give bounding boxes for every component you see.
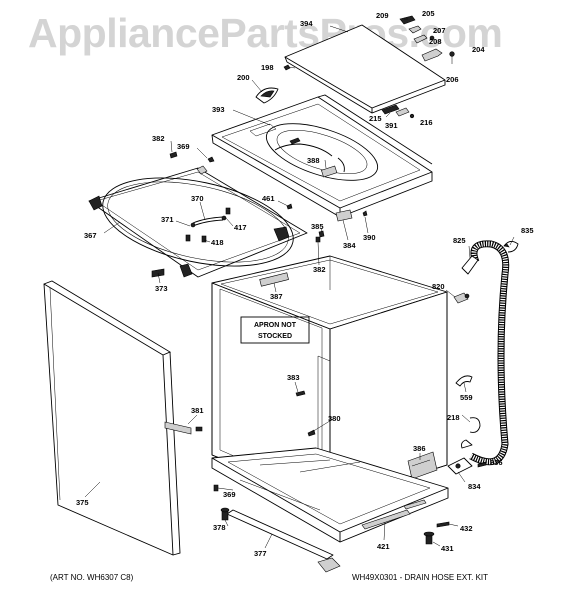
label-417: 417: [234, 223, 247, 232]
label-461: 461: [262, 194, 275, 203]
lid-bumper: [255, 87, 279, 104]
label-375: 375: [76, 498, 89, 507]
label-381: 381: [191, 406, 204, 415]
label-378: 378: [213, 523, 226, 532]
tub-ring: [88, 165, 308, 278]
label-559: 559: [460, 393, 473, 402]
top-lid: [284, 24, 446, 114]
hose-coupler-834: [447, 457, 473, 475]
screw-369-lower: [213, 484, 219, 492]
handle-387: [259, 272, 289, 287]
label-391: 391: [385, 121, 398, 130]
screw-836: [477, 461, 487, 468]
part-labels: 394 209 205 207 208 204 206 198 200 393 …: [76, 9, 534, 558]
apron-note-line2: STOCKED: [258, 333, 292, 340]
label-205: 205: [422, 9, 435, 18]
bracket-384: [335, 209, 353, 222]
label-431: 431: [441, 544, 454, 553]
label-382-mid: 382: [313, 265, 326, 274]
label-387: 387: [270, 292, 283, 301]
clip-218: [469, 417, 481, 433]
label-382-top: 382: [152, 134, 165, 143]
art-number: (ART NO. WH6307 C8): [50, 573, 134, 582]
label-385: 385: [311, 222, 324, 231]
hose-clamp-820: [453, 292, 470, 304]
label-207: 207: [433, 26, 446, 35]
label-373: 373: [155, 284, 168, 293]
clip-198: [283, 64, 291, 71]
hose-clamp-835: [503, 241, 519, 253]
label-390: 390: [363, 233, 376, 242]
label-215: 215: [369, 114, 382, 123]
screws-432-431: [423, 521, 450, 545]
label-388: 388: [307, 156, 320, 165]
front-panel: [43, 280, 181, 556]
label-380: 380: [328, 414, 341, 423]
label-204: 204: [472, 45, 485, 54]
screws-tub-ring: [169, 151, 368, 243]
label-208: 208: [429, 37, 442, 46]
drain-hose: [461, 240, 510, 466]
base-frame: [211, 447, 449, 543]
label-367: 367: [84, 231, 97, 240]
label-432: 432: [460, 524, 473, 533]
linkage-rod: [190, 215, 227, 228]
label-386: 386: [413, 444, 426, 453]
clip-559: [455, 375, 473, 387]
label-825: 825: [453, 236, 466, 245]
label-216: 216: [420, 118, 433, 127]
label-383: 383: [287, 373, 300, 382]
label-209: 209: [376, 11, 389, 20]
label-198: 198: [261, 63, 274, 72]
apron-note: APRON NOT STOCKED: [240, 316, 310, 344]
label-370: 370: [191, 194, 204, 203]
label-820: 820: [432, 282, 445, 291]
leader-lines: [84, 18, 515, 549]
drain-hose-kit-note: WH49X0301 - DRAIN HOSE EXT. KIT: [352, 573, 489, 582]
apron-note-line1: APRON NOT: [254, 322, 297, 329]
label-836: 836: [490, 458, 503, 467]
pad-421: [361, 499, 427, 530]
rail-377: [226, 509, 341, 573]
label-418: 418: [211, 238, 224, 247]
label-393: 393: [212, 105, 225, 114]
lid-hinge-parts: [399, 15, 455, 64]
label-369-lower: 369: [223, 490, 236, 499]
label-369-top: 369: [177, 142, 190, 151]
label-394: 394: [300, 19, 313, 28]
label-206: 206: [446, 75, 459, 84]
hinge-215: [381, 104, 415, 119]
label-384: 384: [343, 241, 356, 250]
screw-378: [220, 507, 230, 521]
label-218: 218: [447, 413, 460, 422]
bracket-381: [164, 421, 192, 435]
label-377: 377: [254, 549, 267, 558]
label-371: 371: [161, 215, 174, 224]
label-835: 835: [521, 226, 534, 235]
cabinet: [211, 255, 448, 503]
label-834: 834: [468, 482, 481, 491]
label-421: 421: [377, 542, 390, 551]
label-200: 200: [237, 73, 250, 82]
